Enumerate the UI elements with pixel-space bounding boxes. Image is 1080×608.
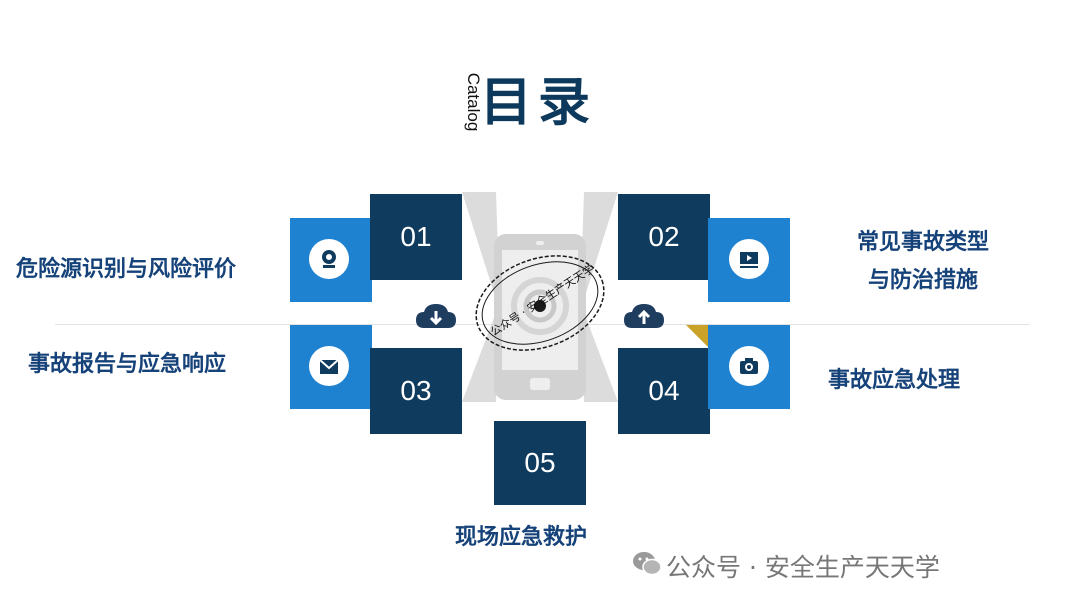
item-04-number: 04 — [618, 348, 710, 434]
item-02-label[interactable]: 常见事故类型 与防治措施 — [808, 224, 1038, 300]
item-04-label[interactable]: 事故应急处理 — [828, 368, 961, 393]
item-02-label-line1: 常见事故类型 — [856, 230, 989, 255]
phone-home-button — [530, 378, 550, 390]
envelope-icon — [309, 346, 349, 386]
phone-camera — [536, 241, 544, 245]
item-02-label-line2: 与防治措施 — [867, 268, 978, 293]
video-player-icon — [729, 239, 769, 279]
wechat-icon — [632, 550, 662, 578]
item-05-label[interactable]: 现场应急救护 — [455, 525, 588, 550]
target-icon — [475, 255, 605, 351]
item-03-number: 03 — [370, 348, 462, 434]
item-05-number: 05 — [494, 421, 586, 505]
item-02-number: 02 — [618, 194, 710, 280]
upload-cloud-icon — [622, 300, 666, 330]
item-01-label[interactable]: 危险源识别与风险评价 — [16, 257, 237, 282]
center-fan-decoration — [462, 192, 618, 402]
item-01-number: 01 — [370, 194, 462, 280]
page-title: 目录 — [480, 73, 597, 133]
webcam-icon — [309, 239, 349, 279]
download-cloud-icon — [414, 300, 458, 330]
camera-icon — [729, 346, 769, 386]
item-03-label[interactable]: 事故报告与应急响应 — [28, 352, 227, 377]
watermark-text: 公众号 · 安全生产天天学 — [666, 553, 940, 582]
gold-accent-decoration — [686, 325, 710, 349]
